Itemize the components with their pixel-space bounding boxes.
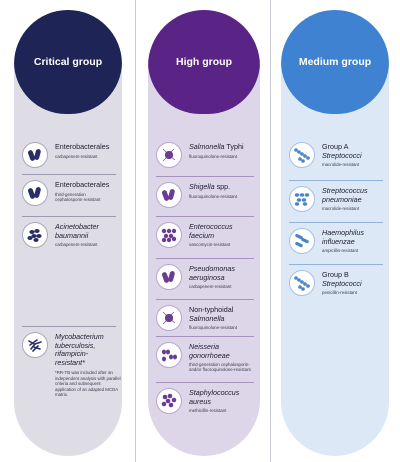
- pathogen-entry: Pseudomonas aeruginosa carbapenem-resist…: [156, 264, 254, 290]
- pathogen-entry: Staphylococcus aureus methicillin-resist…: [156, 388, 254, 414]
- medium-group-title: Medium group: [298, 56, 372, 68]
- pathogen-name: Salmonella: [189, 313, 225, 323]
- mycobacterium-icon: [22, 332, 48, 358]
- pathogen-name: Enterobacterales: [55, 180, 110, 189]
- resistance-label: carbapenem-resistant: [55, 153, 98, 159]
- flagellated-bacteria-icon: [156, 142, 182, 168]
- pathogen-entry: Non-typhoidal Salmonella fluoroquinolone…: [156, 305, 254, 331]
- critical-group-header: Critical group: [14, 10, 122, 114]
- entry-divider: [22, 326, 116, 327]
- entry-divider: [156, 176, 254, 177]
- pathogen-entry: Group A Streptococci macrolide-resistant: [289, 142, 383, 168]
- pathogen-entry: Enterococcus faecium vancomycin-resistan…: [156, 222, 254, 248]
- pathogen-entry: Enterobacterales third-generation cephal…: [22, 180, 116, 206]
- pathogen-name: Shigella: [189, 182, 215, 191]
- column-divider: [270, 0, 271, 462]
- critical-group-column: Critical group Enterobacterales carbapen…: [14, 10, 122, 456]
- resistance-label: fluoroquinolone-resistant: [189, 325, 238, 330]
- rod-bacteria-icon: [156, 182, 182, 208]
- rod-bacteria-icon: [22, 180, 48, 206]
- resistance-label: macrolide-resistant: [322, 206, 360, 211]
- resistance-label: carbapenem-resistant: [55, 242, 98, 247]
- pathogen-name: Streptococci: [322, 278, 362, 288]
- high-group-header: High group: [148, 10, 260, 114]
- pathogen-entry: Haemophilus influenzae ampicillin-resist…: [289, 228, 383, 254]
- pathogen-name: Salmonella: [189, 142, 225, 151]
- pathogen-entry: Acinetobacter baumannii carbapenem-resis…: [22, 222, 116, 248]
- pathogen-entry: Salmonella Typhi fluoroquinolone-resista…: [156, 142, 254, 168]
- pathogen-name: Haemophilus influenzae: [322, 228, 364, 246]
- pathogen-entry: Neisseria gonorrhoeae third-generation c…: [156, 342, 254, 373]
- pathogen-name: Pseudomonas aeruginosa: [189, 264, 235, 282]
- pathogen-name: Mycobacterium tuberculosis, rifampicin-r…: [55, 332, 104, 367]
- pathogen-entry: Shigella spp. fluoroquinolone-resistant: [156, 182, 254, 208]
- entry-divider: [156, 216, 254, 217]
- resistance-label: fluoroquinolone-resistant: [189, 153, 238, 159]
- entry-divider: [22, 174, 116, 175]
- pathogen-name: Staphylococcus aureus: [189, 388, 240, 406]
- pathogen-name: Acinetobacter baumannii: [55, 222, 99, 240]
- pathogen-entry: Streptococcus pneumoniae macrolide-resis…: [289, 186, 383, 212]
- pathogen-name: Enterococcus faecium: [189, 222, 233, 240]
- streptococci-icon: [289, 142, 315, 168]
- high-group-title: High group: [176, 56, 232, 68]
- resistance-label: carbapenem-resistant: [189, 284, 232, 289]
- medium-group-header: Medium group: [281, 10, 389, 114]
- critical-group-title: Critical group: [33, 56, 103, 68]
- coccobacilli-cluster-icon: [22, 222, 48, 248]
- column-divider: [135, 0, 136, 462]
- entry-divider: [156, 336, 254, 337]
- rod-bacteria-icon: [22, 142, 48, 168]
- entry-divider: [156, 258, 254, 259]
- resistance-label: vancomycin-resistant: [189, 242, 231, 247]
- cocci-cluster-icon: [156, 388, 182, 414]
- entry-divider: [289, 180, 383, 181]
- pathogen-name: Enterobacterales: [55, 142, 110, 151]
- entry-divider: [289, 264, 383, 265]
- rod-bacteria-icon: [156, 264, 182, 290]
- diplococci-icon: [156, 342, 182, 368]
- entry-divider: [289, 222, 383, 223]
- pathogen-name-suffix: spp.: [214, 182, 231, 191]
- resistance-label: third-generation cephalosporin-resistant: [55, 191, 101, 202]
- resistance-label: methicillin-resistant: [189, 408, 227, 413]
- pathogen-entry: Mycobacterium tuberculosis, rifampicin-r…: [22, 332, 121, 398]
- flagellated-bacteria-icon: [156, 305, 182, 331]
- cocci-chain-icon: [156, 222, 182, 248]
- entry-divider: [156, 299, 254, 300]
- coccobacilli-icon: [289, 228, 315, 254]
- streptococci-icon: [289, 270, 315, 296]
- diplococci-chain-icon: [289, 186, 315, 212]
- pathogen-name: Streptococcus pneumoniae: [322, 186, 368, 204]
- resistance-label: third-generation cephalosporin-and/or fl…: [189, 362, 251, 373]
- resistance-label: fluoroquinolone-resistant: [189, 193, 238, 199]
- pathogen-name-prefix: Group B: [322, 270, 349, 279]
- resistance-label: penicillin-resistant: [322, 290, 357, 295]
- medium-group-column: Medium group Group A Streptococci macrol…: [281, 10, 389, 456]
- resistance-label: macrolide-resistant: [322, 162, 360, 167]
- pathogen-name: Streptococci: [322, 150, 362, 160]
- pathogen-name-prefix: Group A: [322, 142, 349, 151]
- high-group-column: High group Salmonella Typhi fluoroquinol…: [148, 10, 260, 456]
- footnote: *RR-TB was included after an independent…: [55, 370, 121, 398]
- entry-divider: [156, 382, 254, 383]
- pathogen-entry: Enterobacterales carbapenem-resistant: [22, 142, 116, 168]
- pathogen-name-suffix: Typhi: [224, 142, 244, 151]
- resistance-label: ampicillin-resistant: [322, 248, 359, 253]
- entry-divider: [22, 216, 116, 217]
- pathogen-entry: Group B Streptococci penicillin-resistan…: [289, 270, 383, 296]
- pathogen-name: Neisseria gonorrhoeae: [189, 342, 230, 360]
- pathogen-name-prefix: Non-typhoidal: [189, 305, 234, 314]
